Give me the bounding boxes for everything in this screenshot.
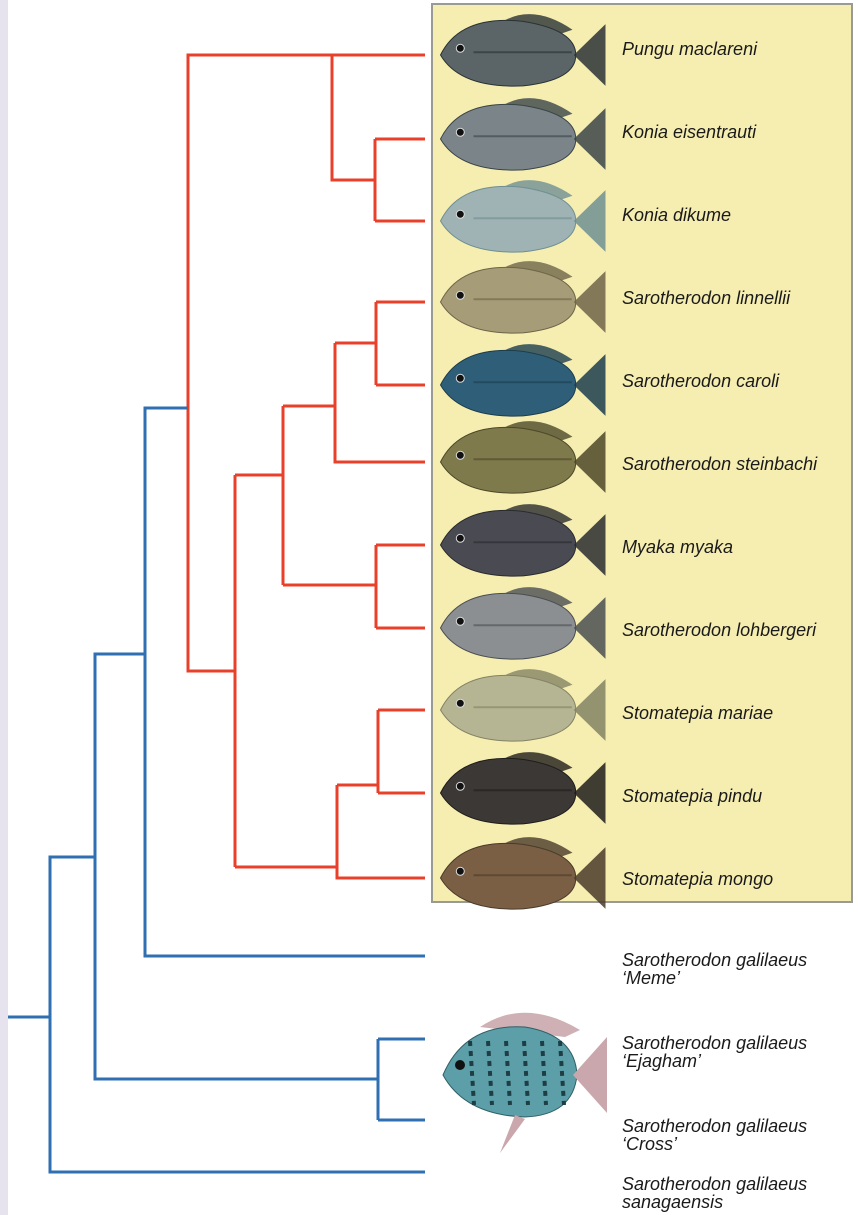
branch-red-root: [188, 55, 332, 671]
fish-blue-teal: [441, 344, 606, 416]
branch-sarotherodon-myaka: [283, 406, 376, 585]
taxon-label-sarotherodon-steinbachi: Sarotherodon steinbachi: [622, 454, 817, 474]
branch-myaka-lohbergeri: [376, 545, 425, 628]
fish-dark-grey: [441, 504, 606, 576]
fish-dark-slate: [441, 14, 606, 86]
branch-konia: [375, 139, 425, 221]
branch-blue-root: [8, 857, 425, 1172]
taxon-label-galilaeus-cross-line2: ‘Cross’: [622, 1134, 677, 1154]
fish-brown: [441, 837, 606, 909]
taxon-label-konia-eisentrauti: Konia eisentrauti: [622, 122, 756, 142]
branch-pungu: [332, 55, 425, 180]
fish-black: [441, 752, 606, 824]
taxon-label-sarotherodon-caroli: Sarotherodon caroli: [622, 371, 779, 391]
fish-grey-striped: [441, 587, 606, 659]
fish-slate: [441, 98, 606, 170]
taxon-label-konia-dikume: Konia dikume: [622, 205, 731, 225]
taxon-label-stomatepia-mongo: Stomatepia mongo: [622, 869, 773, 889]
fish-pale-silver: [441, 180, 606, 252]
taxon-label-stomatepia-pindu: Stomatepia pindu: [622, 786, 762, 806]
taxon-label-sarotherodon-lohbergeri: Sarotherodon lohbergeri: [622, 620, 816, 640]
fish-olive-tan: [441, 261, 606, 333]
taxon-label-pungu-maclareni: Pungu maclareni: [622, 39, 757, 59]
branch-stomatepia: [337, 710, 425, 793]
taxon-label-galilaeus-sanagaensis-line2: sanagaensis: [622, 1192, 723, 1212]
taxon-label-sarotherodon-linnellii: Sarotherodon linnellii: [622, 288, 790, 308]
fish-barred-tilapia: [443, 1013, 607, 1153]
taxon-label-galilaeus-cross: Sarotherodon galilaeus: [622, 1116, 807, 1136]
taxon-label-stomatepia-mariae: Stomatepia mariae: [622, 703, 773, 723]
branch-linnellii-caroli: [376, 302, 425, 385]
taxon-label-galilaeus-meme: Sarotherodon galilaeus: [622, 950, 807, 970]
taxon-label-myaka-myaka: Myaka myaka: [622, 537, 733, 557]
branch-mongo: [337, 785, 425, 878]
taxon-label-galilaeus-sanagaensis: Sarotherodon galilaeus: [622, 1174, 807, 1194]
branch-inner-clade: [235, 475, 337, 867]
branch-steinbachi: [335, 343, 425, 462]
taxon-label-galilaeus-ejagham-line2: ‘Ejagham’: [622, 1051, 701, 1071]
branch-ejagham-cross: [378, 1039, 425, 1120]
taxon-label-galilaeus-ejagham: Sarotherodon galilaeus: [622, 1033, 807, 1053]
taxon-label-galilaeus-meme-line2: ‘Meme’: [622, 968, 680, 988]
fish-pale-olive: [441, 669, 606, 741]
fish-olive-brown: [441, 421, 606, 493]
